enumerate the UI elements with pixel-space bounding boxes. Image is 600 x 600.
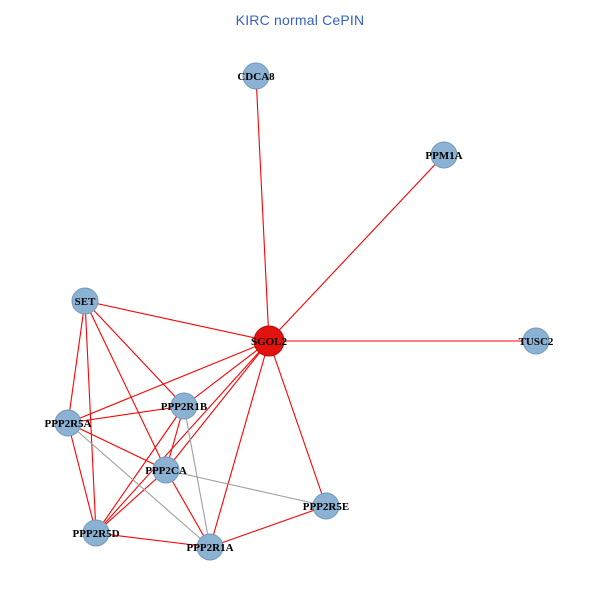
node-PPP2R5E: PPP2R5E bbox=[303, 492, 349, 520]
edge-SGOL2-PPM1A bbox=[268, 154, 445, 342]
node-circle-PPM1A bbox=[430, 141, 458, 169]
node-label-PPP2R5D: PPP2R5D bbox=[72, 528, 119, 540]
node-label-PPP2R1B: PPP2R1B bbox=[161, 401, 208, 413]
node-PPM1A: PPM1A bbox=[425, 141, 463, 169]
node-PPP2R5A: PPP2R5A bbox=[44, 409, 92, 437]
edge-SET-PPP2CA bbox=[84, 300, 167, 471]
node-circle-SGOL2 bbox=[253, 325, 285, 357]
edge-PPP2R5A-PPP2R1A bbox=[67, 422, 211, 548]
node-circle-PPP2R1B bbox=[170, 392, 198, 420]
edge-SET-PPP2R5D bbox=[84, 300, 97, 534]
edge-SGOL2-SET bbox=[84, 300, 270, 342]
node-label-PPP2R5E: PPP2R5E bbox=[303, 501, 349, 513]
edge-SGOL2-CDCA8 bbox=[255, 75, 270, 342]
edge-PPP2R5A-PPP2R5D bbox=[67, 422, 97, 534]
node-circle-PPP2R5E bbox=[312, 492, 340, 520]
node-PPP2R5D: PPP2R5D bbox=[72, 519, 120, 547]
edge-PPP2R5A-PPP2R1B bbox=[67, 405, 185, 424]
node-label-SGOL2: SGOL2 bbox=[251, 336, 288, 348]
node-label-SET: SET bbox=[75, 296, 96, 308]
edge-PPP2CA-PPP2R5D bbox=[95, 469, 167, 534]
node-label-PPP2R1A: PPP2R1A bbox=[186, 542, 233, 554]
node-circle-PPP2R1A bbox=[196, 533, 224, 561]
edge-SGOL2-PPP2R5E bbox=[268, 340, 327, 507]
node-circle-PPP2R5D bbox=[82, 519, 110, 547]
node-PPP2CA: PPP2CA bbox=[145, 456, 187, 484]
node-SET: SET bbox=[71, 287, 99, 315]
node-label-PPP2CA: PPP2CA bbox=[145, 465, 187, 477]
edge-PPP2R1B-PPP2R5D bbox=[95, 405, 185, 534]
edge-PPP2CA-PPP2R1A bbox=[165, 469, 211, 548]
edge-SGOL2-PPP2CA bbox=[165, 340, 270, 471]
node-label-PPP2R5A: PPP2R5A bbox=[44, 418, 91, 430]
node-circle-TUSC2 bbox=[522, 327, 550, 355]
node-circle-SET bbox=[71, 287, 99, 315]
edge-SET-PPP2R1B bbox=[84, 300, 185, 407]
edge-SGOL2-PPP2R1B bbox=[183, 340, 270, 407]
node-TUSC2: TUSC2 bbox=[519, 327, 554, 355]
edge-SGOL2-PPP2R1A bbox=[209, 340, 270, 548]
edge-SET-PPP2R5A bbox=[67, 300, 86, 424]
edge-SGOL2-PPP2R5D bbox=[95, 340, 270, 534]
node-SGOL2: SGOL2 bbox=[251, 325, 288, 357]
node-label-TUSC2: TUSC2 bbox=[519, 336, 554, 348]
node-circle-PPP2R5A bbox=[54, 409, 82, 437]
node-label-CDCA8: CDCA8 bbox=[237, 71, 275, 83]
node-CDCA8: CDCA8 bbox=[237, 62, 275, 90]
edge-PPP2CA-PPP2R5E bbox=[165, 469, 327, 507]
node-label-PPM1A: PPM1A bbox=[425, 150, 462, 162]
node-circle-CDCA8 bbox=[242, 62, 270, 90]
edge-PPP2R1A-PPP2R5E bbox=[209, 505, 327, 548]
edge-PPP2R5A-PPP2CA bbox=[67, 422, 167, 471]
node-PPP2R1B: PPP2R1B bbox=[161, 392, 208, 420]
node-circle-PPP2CA bbox=[152, 456, 180, 484]
edge-SGOL2-PPP2R5A bbox=[67, 340, 270, 424]
edge-PPP2R5D-PPP2R1A bbox=[95, 532, 211, 548]
plot-title: KIRC normal CePIN bbox=[235, 12, 365, 28]
node-PPP2R1A: PPP2R1A bbox=[186, 533, 234, 561]
